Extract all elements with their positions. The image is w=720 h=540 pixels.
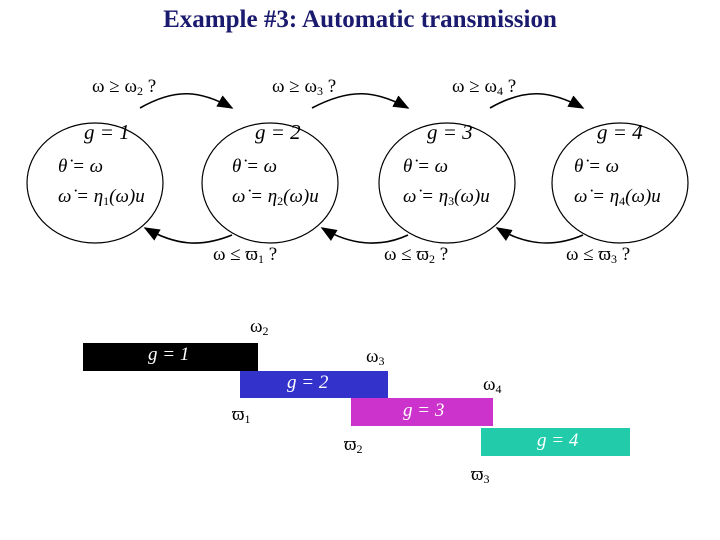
mode-label-2: g = 2 bbox=[255, 120, 301, 144]
downshift-condition-2: ω ≤ ϖ2 ? bbox=[384, 244, 449, 266]
gear-bar-label-2: g = 2 bbox=[287, 372, 329, 393]
gear-bar-4 bbox=[481, 428, 630, 456]
upshift-condition-2: ω ≥ ω3 ? bbox=[272, 76, 337, 98]
mode-circle-1 bbox=[26, 122, 164, 244]
downshift-arrow-4-3 bbox=[495, 227, 584, 244]
upshift-arrow-1-2 bbox=[139, 93, 234, 109]
gear-bar-label-3: g = 3 bbox=[403, 400, 445, 421]
downshift-condition-3: ω ≤ ϖ3 ? bbox=[566, 244, 631, 266]
mode-circle-4 bbox=[551, 122, 689, 244]
gear-bar-label-1: g = 1 bbox=[148, 344, 190, 365]
mode-circle-3 bbox=[378, 122, 516, 244]
threshold-omega-2: ω2 bbox=[250, 316, 269, 338]
threshold-omega-4: ω4 bbox=[483, 374, 502, 396]
mode-equations-2: θ̇ = ω ω̇ = η2(ω)u bbox=[232, 156, 319, 208]
mode-circle-2 bbox=[201, 122, 339, 244]
upshift-condition-1: ω ≥ ω2 ? bbox=[92, 76, 157, 98]
gear-bar-3 bbox=[351, 398, 493, 426]
downshift-arrow-2-1 bbox=[143, 227, 233, 244]
threshold-omega-3: ω3 bbox=[366, 346, 385, 368]
page-title: Example #3: Automatic transmission bbox=[163, 6, 557, 33]
mode-label-1: g = 1 bbox=[84, 120, 130, 144]
threshold-varpi-3: ϖ3 bbox=[471, 464, 490, 486]
upshift-arrow-3-4 bbox=[489, 93, 585, 109]
downshift-condition-1: ω ≤ ϖ1 ? bbox=[213, 244, 278, 266]
downshift-arrow-3-2 bbox=[320, 227, 409, 244]
mode-equations-3: θ̇ = ω ω̇ = η3(ω)u bbox=[403, 156, 490, 208]
gear-bar-2 bbox=[240, 371, 388, 398]
gear-bar-label-4: g = 4 bbox=[537, 430, 579, 451]
mode-equations-4: θ̇ = ω ω̇ = η4(ω)u bbox=[574, 156, 661, 208]
upshift-arrow-2-3 bbox=[311, 93, 410, 109]
threshold-varpi-2: ϖ2 bbox=[344, 434, 363, 456]
gear-bar-1 bbox=[83, 343, 258, 371]
mode-label-3: g = 3 bbox=[427, 120, 473, 144]
mode-equations-1: θ̇ = ω ω̇ = η1(ω)u bbox=[58, 156, 145, 208]
threshold-varpi-1: ϖ1 bbox=[232, 404, 251, 426]
upshift-condition-3: ω ≥ ω4 ? bbox=[452, 76, 517, 98]
mode-label-4: g = 4 bbox=[597, 120, 643, 144]
